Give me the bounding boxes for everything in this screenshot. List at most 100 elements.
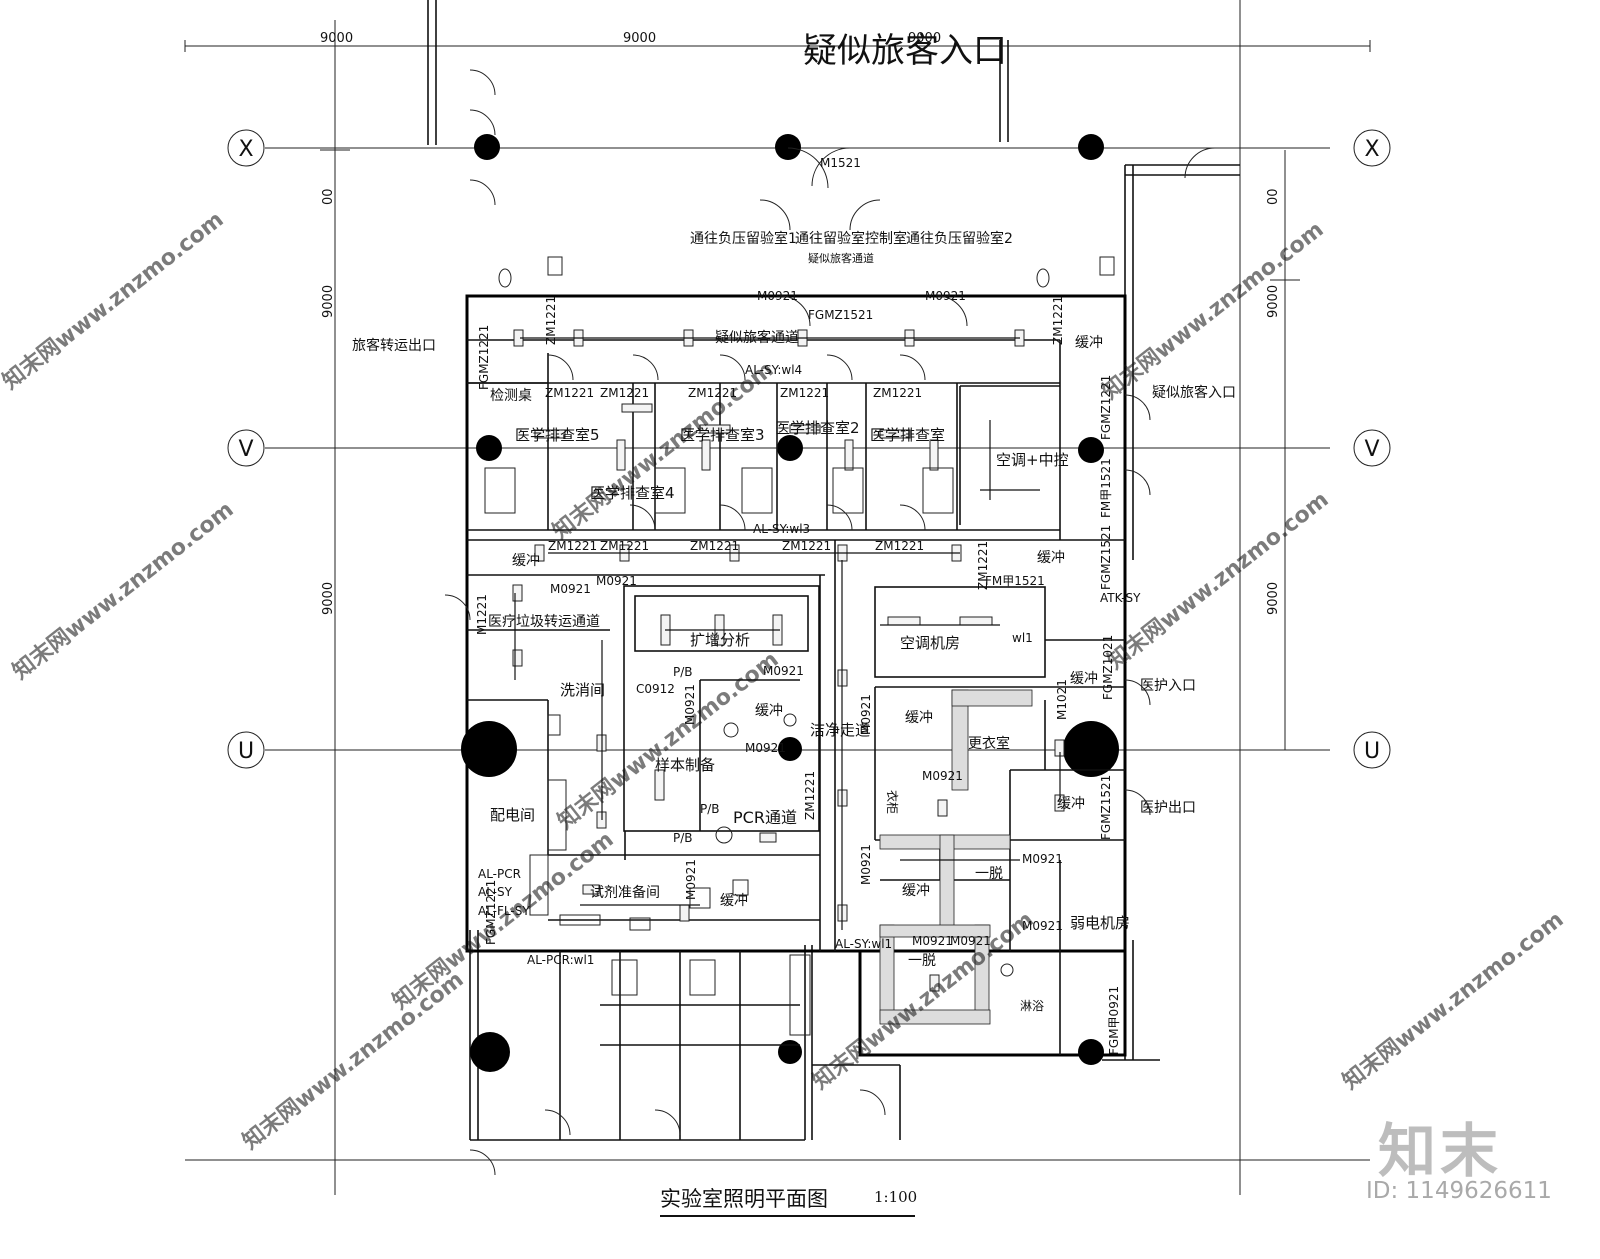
axis-v-left: V (238, 437, 253, 462)
label-wash: 洗消间 (560, 681, 605, 699)
dim-right-1: 00 (1266, 188, 1281, 205)
dim-top-3: 9000 (908, 31, 941, 46)
label-med-entry: 医护入口 (1140, 678, 1196, 694)
label-buffer-1: 缓冲 (1075, 335, 1103, 351)
hatched-walls (879, 689, 1033, 1025)
label-hvac-room: 空调机房 (900, 634, 960, 652)
watermark-text-2: 知末网www.znzmo.com (548, 356, 779, 544)
drawing-title: 实验室照明平面图 (660, 1187, 828, 1211)
tag-pcr-wl1: AL-PCR:wl1 (527, 953, 594, 967)
label-buffer-3: 缓冲 (1070, 671, 1098, 687)
label-buffer-8: 缓冲 (720, 893, 748, 909)
axis-bubbles: X X V V U U (227, 129, 1391, 769)
label-power: 配电间 (490, 806, 535, 824)
tag-m0921-a: M0921 (757, 289, 798, 303)
label-passage-small: 疑似旅客通道 (808, 251, 874, 265)
door-tags: M1521 FGMZ1521 M0921 M0921 ZM1221 ZM1221… (475, 156, 1121, 1055)
watermark-text-10: 知末网www.znzmo.com (238, 966, 469, 1154)
axis-v-right: V (1364, 437, 1379, 462)
drawing-title-block: 实验室照明平面图 1:100 (660, 1183, 980, 1223)
label-med3: 医学排查室3 (680, 426, 765, 444)
dim-left-2: 9000 (321, 285, 336, 318)
tag-zm1221-1: ZM1221 (545, 386, 594, 400)
tag-zm1221-3: ZM1221 (688, 386, 737, 400)
tag-zm1221-vert-3: ZM1221 (544, 296, 558, 345)
watermark-text-1: 知末网www.znzmo.com (0, 206, 229, 394)
tag-wl3: AL-SY:wl3 (753, 522, 810, 536)
tag-zm1221-2: ZM1221 (600, 386, 649, 400)
tag-wl1b: wl1 (1012, 631, 1033, 645)
label-corridor-neg1: 通往负压留验室1 (690, 230, 797, 247)
circuit-tags: AL-SY:wl4 AL-SY:wl3 AL-SY:wl1 AL-PCR AL-… (478, 363, 1141, 967)
label-sample: 样本制备 (655, 756, 715, 774)
label-waste-passage: 医疗垃圾转运通道 (488, 614, 600, 630)
lab-boundary (465, 294, 1127, 953)
label-wardrobe: 衣柜 (885, 790, 900, 814)
tag-pb-2: P/B (700, 802, 720, 816)
tag-m1521: M1521 (820, 156, 861, 170)
door-swings (444, 69, 1216, 1176)
tag-atk: ATK-SY (1100, 591, 1141, 605)
axis-u-left: U (238, 739, 254, 764)
label-buffer-9: 缓冲 (512, 553, 540, 569)
tag-zm1221-vert-4: ZM1221 (1051, 296, 1065, 345)
structural-columns (461, 134, 1119, 1072)
tag-m0921-h: M0921 (1022, 852, 1063, 866)
label-buffer-5: 缓冲 (755, 703, 783, 719)
axis-x-left: X (238, 137, 253, 162)
tag-fl: AL-FL-SY (478, 904, 530, 918)
tag-pb-1: P/B (673, 665, 693, 679)
brand-watermark: 知末 (1378, 1117, 1503, 1185)
tag-zm1221-7: ZM1221 (600, 539, 649, 553)
dim-top-1: 9000 (320, 31, 353, 46)
tag-fgm0921-right: FGM甲0921 (1107, 986, 1121, 1055)
label-weak-power: 弱电机房 (1070, 914, 1130, 932)
dimension-labels: 9000 9000 9000 00 9000 9000 00 9000 9000 (320, 31, 1281, 615)
tag-fgm1021-right: FGMZ1021 (1101, 635, 1115, 700)
outer-walls (427, 0, 1240, 1141)
tag-fgm1221-right: FGMZ1221 (1099, 375, 1113, 440)
tag-m0921-k: M0921 (1022, 919, 1063, 933)
tag-zm1221-vert-1: ZM1221 (803, 771, 817, 820)
tag-m0921-j: M0921 (950, 934, 991, 948)
watermark-text-9: 知末网www.znzmo.com (1338, 906, 1569, 1094)
label-buffer-2: 缓冲 (1037, 550, 1065, 566)
axis-x-right: X (1364, 137, 1379, 162)
tag-c0912: C0912 (636, 682, 675, 696)
label-transfer-exit: 旅客转运出口 (352, 337, 436, 354)
label-reagent: 试剂准备间 (590, 884, 660, 901)
tag-zm1221-5: ZM1221 (873, 386, 922, 400)
label-passage: 疑似旅客通道 (715, 329, 799, 346)
tag-zm1221-8: ZM1221 (690, 539, 739, 553)
tag-m0921-f: M0921 (745, 741, 786, 755)
label-med5: 医学排查室5 (515, 426, 600, 444)
tag-pcr: AL-PCR (478, 867, 521, 881)
label-shower: 淋浴 (1020, 999, 1044, 1013)
tag-zm1221-6: ZM1221 (548, 539, 597, 553)
dim-right-3: 9000 (1266, 582, 1281, 615)
watermark-text-6: 知末网www.znzmo.com (1103, 486, 1334, 674)
label-corridor-neg2: 通往负压留验室2 (906, 230, 1013, 247)
title-underline (660, 1215, 915, 1217)
tag-wl4: AL-SY:wl4 (745, 363, 802, 377)
tag-fm1521: FM甲1521 (985, 574, 1045, 588)
tag-fm1521-right: FM甲1521 (1099, 458, 1113, 518)
tag-sy: AL-SY (478, 885, 513, 899)
tag-m0921-vert-2: M0921 (859, 694, 873, 735)
label-amplify: 扩增分析 (690, 631, 750, 649)
tag-zm1221-4: ZM1221 (780, 386, 829, 400)
dim-left-3: 9000 (321, 582, 336, 615)
dim-right-2: 9000 (1266, 285, 1281, 318)
tag-fgm1521-right2: FGMZ1521 (1099, 775, 1113, 840)
entrance-top-label: 疑似旅客入口 (803, 31, 1007, 71)
label-test-table: 检测桌 (490, 388, 532, 404)
label-hvac-ctrl: 空调+中控 (996, 451, 1069, 469)
tag-m0921-i: M0921 (912, 934, 953, 948)
tag-m0921-vert-4: M0921 (684, 859, 698, 900)
equipment (484, 256, 1115, 1036)
tag-zm1221-9: ZM1221 (782, 539, 831, 553)
room-labels: 通往负压留验室1 通往留验室控制室 通往负压留验室2 疑似旅客通道 疑似旅客通道… (352, 230, 1236, 1013)
label-buffer-4: 缓冲 (905, 710, 933, 726)
dim-top-2: 9000 (623, 31, 656, 46)
